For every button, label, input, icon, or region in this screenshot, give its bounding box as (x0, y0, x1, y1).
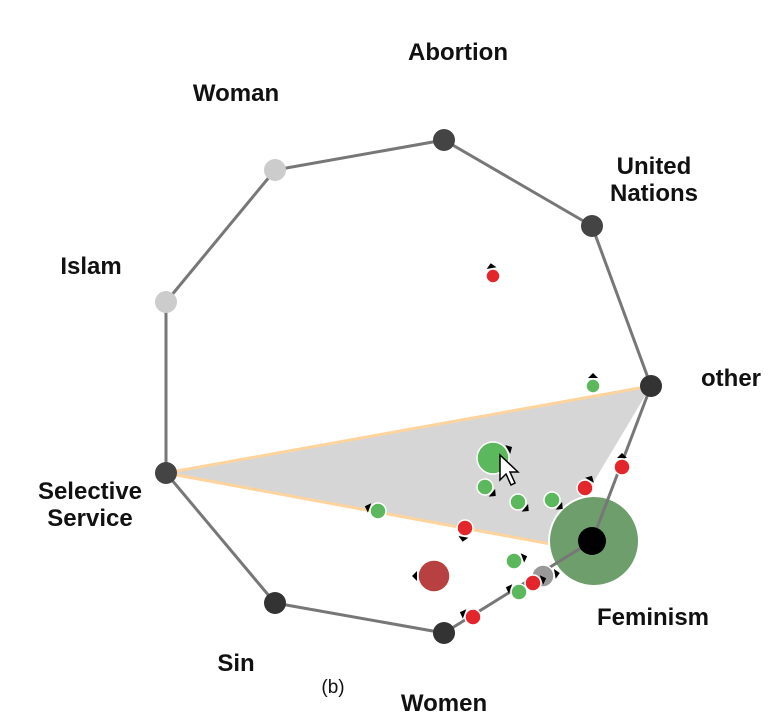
node-label-women: Women (401, 690, 487, 717)
direction-arrow-icon (488, 488, 496, 497)
direction-arrow-icon (458, 535, 469, 542)
data-point-positive[interactable] (369, 502, 387, 520)
data-point-negative[interactable] (456, 519, 474, 537)
data-point-positive[interactable] (476, 478, 494, 496)
direction-arrow-icon (520, 553, 528, 563)
node-label-united-nations: Nations (610, 180, 698, 207)
edge-islam (164, 169, 277, 303)
highlight-edge (165, 384, 652, 475)
node-woman[interactable] (264, 159, 286, 181)
node-selective-service[interactable] (155, 462, 177, 484)
direction-arrow-icon (585, 475, 594, 483)
node-label-selective-service: Selective (38, 478, 142, 505)
node-label-abortion: Abortion (408, 39, 508, 66)
direction-arrow-icon (505, 584, 513, 594)
node-women[interactable] (433, 622, 455, 644)
direction-arrow-icon (412, 571, 417, 581)
edge-sin (164, 472, 277, 604)
data-point-negative[interactable] (464, 608, 482, 626)
data-point-negative[interactable] (613, 458, 631, 476)
data-point-positive[interactable] (509, 493, 527, 511)
node-united-nations[interactable] (581, 215, 603, 237)
node-label-united-nations: United (617, 153, 692, 180)
data-point-positive[interactable] (510, 583, 528, 601)
direction-arrow-icon (505, 445, 513, 454)
node-sin[interactable] (264, 592, 286, 614)
direction-arrow-icon (459, 609, 467, 619)
highlight-region (166, 386, 651, 545)
data-point-positive[interactable] (543, 491, 561, 509)
node-islam[interactable] (155, 291, 177, 313)
mouse-cursor-icon (499, 453, 520, 487)
node-label-other: other (701, 365, 761, 392)
node-label-islam: Islam (60, 253, 121, 280)
data-point-big_negative[interactable] (417, 559, 451, 593)
direction-arrow-icon (553, 568, 560, 579)
node-feminism[interactable] (578, 527, 606, 555)
edge-abortion (443, 138, 593, 228)
data-point-negative[interactable] (485, 268, 501, 284)
direction-arrow-icon (555, 501, 563, 510)
direction-arrow-icon (588, 373, 598, 378)
node-abortion[interactable] (433, 129, 455, 151)
node-other[interactable] (640, 375, 662, 397)
node-label-feminism: Feminism (597, 604, 709, 631)
data-point-positive[interactable] (585, 378, 601, 394)
data-point-negative[interactable] (524, 574, 542, 592)
node-label-sin: Sin (217, 650, 254, 677)
data-point-positive[interactable] (505, 552, 523, 570)
direction-arrow-icon (539, 575, 547, 585)
data-point-negative[interactable] (576, 479, 594, 497)
node-label-woman: Woman (193, 80, 279, 107)
highlight-edge (165, 471, 557, 547)
direction-arrow-icon (521, 503, 529, 512)
direction-arrow-icon (486, 263, 497, 269)
direction-arrow-icon (617, 453, 627, 458)
edge-united-nations (590, 225, 653, 387)
edge-women (274, 601, 445, 635)
figure-caption: (b) (321, 677, 344, 698)
edge-woman (274, 138, 445, 172)
direction-arrow-icon (364, 503, 372, 513)
node-label-selective-service: Service (47, 505, 132, 532)
